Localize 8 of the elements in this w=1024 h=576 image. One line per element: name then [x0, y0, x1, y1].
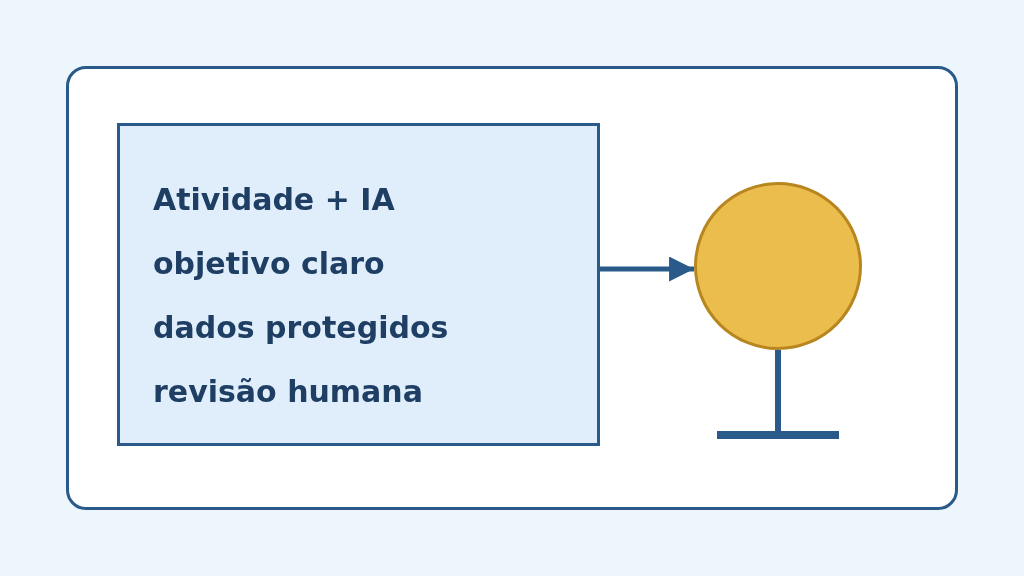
box-text: revisão humana	[153, 373, 423, 411]
box-text: Atividade + IA	[153, 181, 395, 219]
box-text: objetivo claro	[153, 245, 385, 283]
outer-panel	[66, 66, 958, 510]
box-text: dados protegidos	[153, 309, 449, 347]
circle	[694, 182, 862, 350]
text-box	[117, 123, 600, 446]
arrow	[600, 256, 695, 282]
